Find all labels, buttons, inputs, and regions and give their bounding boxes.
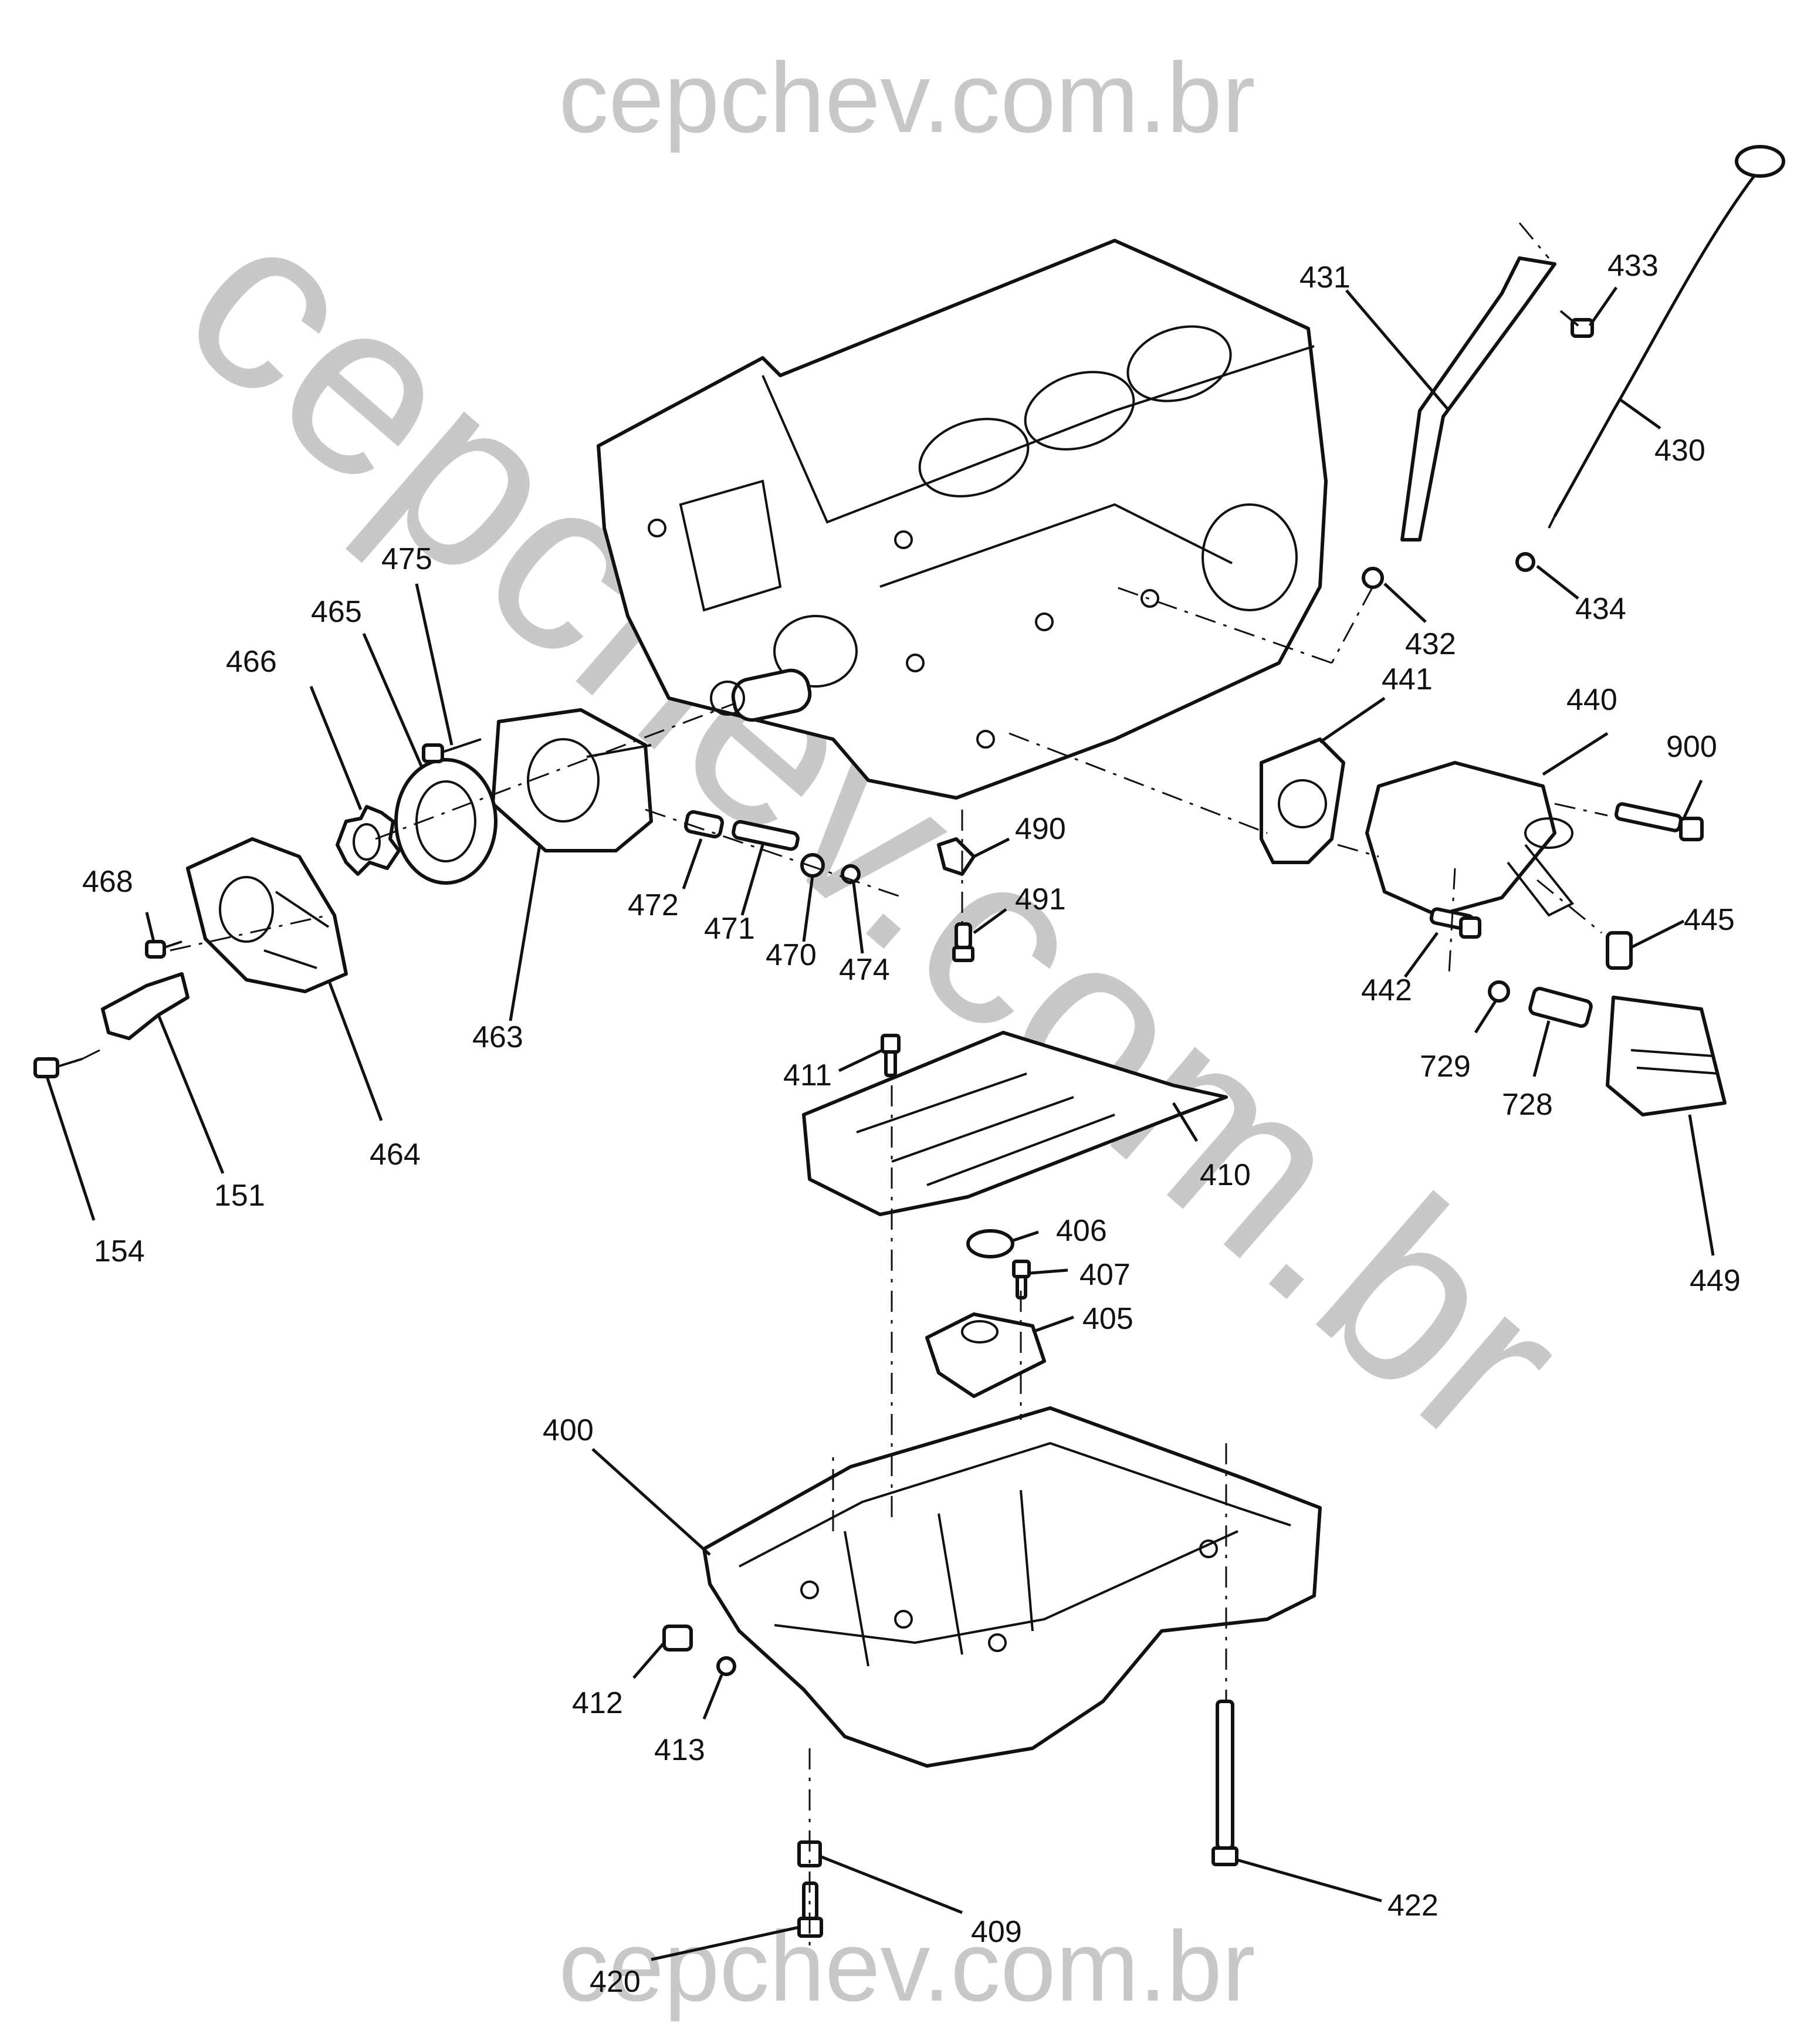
bolt-475 — [422, 738, 482, 763]
callout-445: 445 — [1684, 903, 1735, 937]
dipstick-tube — [1400, 256, 1556, 542]
seal-406 — [966, 1229, 1014, 1258]
callout-464: 464 — [370, 1138, 421, 1172]
washer-413 — [716, 1656, 736, 1676]
callout-412: 412 — [572, 1686, 623, 1720]
callout-406: 406 — [1056, 1214, 1107, 1248]
callout-400: 400 — [543, 1413, 594, 1447]
sensor-728 — [1528, 987, 1593, 1028]
engine-block — [597, 239, 1328, 800]
callout-474: 474 — [839, 953, 890, 987]
callout-154: 154 — [94, 1234, 145, 1268]
callout-151: 151 — [214, 1179, 265, 1213]
bolt-900 — [1614, 802, 1704, 841]
inner-rotor-466 — [336, 805, 401, 876]
oil-filter-449 — [1606, 996, 1727, 1116]
callout-490: 490 — [1015, 812, 1066, 846]
drain-plug-412 — [662, 1625, 693, 1652]
bolt-442 — [1429, 907, 1481, 939]
assembly-lines — [82, 222, 1608, 1954]
callout-472: 472 — [628, 888, 679, 922]
callout-433: 433 — [1607, 249, 1659, 283]
callout-728: 728 — [1502, 1088, 1553, 1122]
callout-491: 491 — [1015, 882, 1066, 916]
callout-465: 465 — [311, 595, 362, 629]
callout-407: 407 — [1079, 1258, 1131, 1292]
callout-430: 430 — [1654, 434, 1705, 468]
dipstick — [1548, 145, 1785, 529]
callout-405: 405 — [1082, 1302, 1133, 1336]
bolt-411 — [881, 1034, 901, 1077]
callout-410: 410 — [1200, 1158, 1251, 1192]
callout-420: 420 — [590, 1965, 641, 1999]
watermark-top: cepchev.com.br — [559, 42, 1255, 154]
oil-pickup-405 — [925, 1312, 1046, 1398]
watermark-bottom: cepchev.com.br — [559, 1911, 1255, 2022]
callout-431: 431 — [1299, 260, 1351, 295]
bolt-491 — [952, 922, 974, 962]
oil-pan-400 — [702, 1406, 1322, 1768]
callout-729: 729 — [1420, 1050, 1471, 1084]
callout-440: 440 — [1566, 683, 1617, 717]
outer-rotor-465 — [394, 758, 498, 885]
callout-466: 466 — [226, 645, 277, 679]
callout-468: 468 — [82, 865, 133, 899]
bolt-154 — [33, 1057, 83, 1078]
callout-441: 441 — [1382, 662, 1433, 696]
callout-411: 411 — [783, 1058, 832, 1092]
callout-422: 422 — [1387, 1889, 1439, 1923]
long-bolt-422 — [1211, 1700, 1238, 1866]
clip-490 — [937, 837, 976, 876]
callout-442: 442 — [1361, 973, 1412, 1007]
callout-900: 900 — [1666, 730, 1717, 764]
leader-lines — [45, 286, 1715, 1961]
fitting-445 — [1606, 931, 1633, 970]
spring-471 — [732, 820, 800, 851]
callout-463: 463 — [472, 1020, 523, 1054]
callout-413: 413 — [654, 1733, 705, 1767]
bracket-151 — [101, 972, 189, 1040]
bolt-407 — [1012, 1260, 1031, 1300]
washer-729 — [1488, 980, 1510, 1003]
callout-470: 470 — [766, 938, 817, 972]
callout-434: 434 — [1575, 592, 1626, 626]
bolt-468 — [145, 940, 182, 959]
callout-labels: 431 433 430 434 432 475 465 466 441 440 … — [82, 249, 1741, 1999]
callout-449: 449 — [1690, 1264, 1741, 1298]
filter-adapter-440 — [1365, 761, 1575, 917]
callout-432: 432 — [1405, 627, 1456, 661]
small-bolt-433 — [1559, 310, 1594, 338]
callout-409: 409 — [971, 1915, 1022, 1949]
plug-470 — [800, 853, 825, 878]
gasket-441 — [1260, 737, 1345, 864]
valve-472 — [683, 810, 725, 839]
pump-cover-464 — [186, 837, 348, 993]
callout-471: 471 — [704, 912, 755, 946]
callout-475: 475 — [381, 542, 432, 576]
o-ring-434 — [1515, 552, 1535, 572]
o-ring-432 — [1362, 567, 1384, 589]
